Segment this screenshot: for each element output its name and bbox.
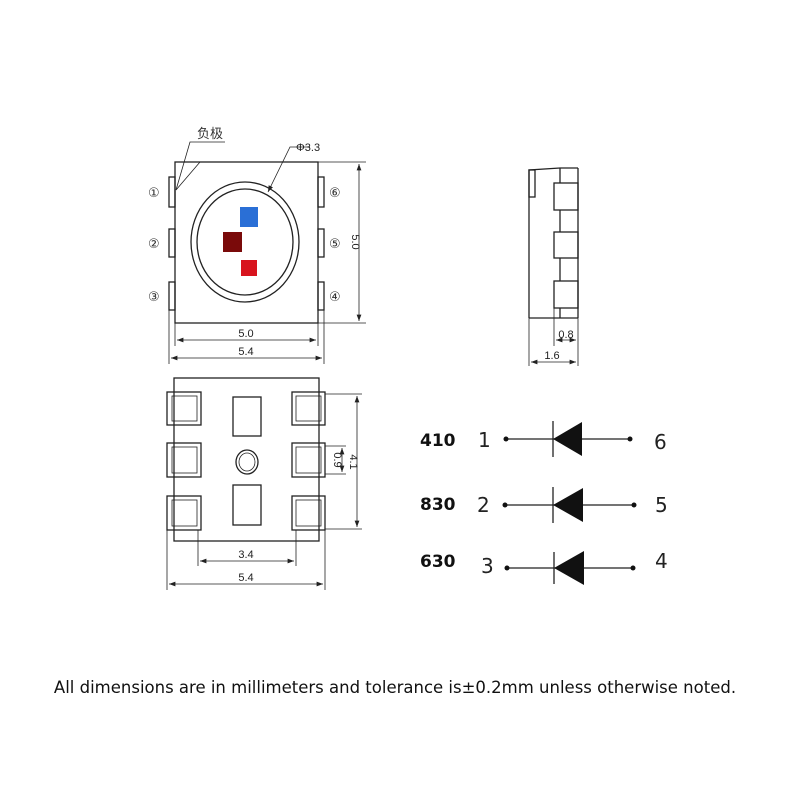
pin-label: ④: [329, 290, 341, 305]
wavelength-label: 830: [420, 495, 456, 515]
dim-total: 5.4: [238, 572, 253, 584]
bottom-view: 4.1 0.9 3.4 5.4: [166, 377, 362, 590]
pin-label: ①: [148, 186, 160, 201]
diode-row-830: 830 2 5: [420, 487, 668, 523]
chip-dark-red: [223, 232, 242, 252]
dim-pad-span: 4.1: [347, 454, 359, 469]
dim-thickness: 1.6: [544, 350, 559, 362]
bottom-pads: [166, 391, 326, 531]
chip-blue: [240, 207, 258, 227]
dim-body-width: 5.0: [238, 328, 253, 340]
top-view: 负极 Φ3.3 ① ② ③ ⑥ ⑤ ④ 5.0 5.0 5.4: [148, 127, 366, 364]
dim-inner: 3.4: [238, 549, 253, 561]
circuit-diagram: 410 1 6 830 2 5 630 3 4: [420, 421, 668, 585]
pin-label: ③: [148, 290, 160, 305]
dim-total-width: 5.4: [238, 346, 253, 358]
chip-red: [241, 260, 257, 276]
diode-row-410: 410 1 6: [420, 421, 667, 457]
cathode-label: 负极: [197, 127, 223, 142]
diode-row-630: 630 3 4: [420, 549, 668, 585]
lens-inner: [196, 188, 294, 296]
pin-number: 4: [655, 549, 668, 573]
tolerance-note: All dimensions are in millimeters and to…: [54, 678, 736, 697]
diode-symbol: [553, 422, 582, 456]
side-view: 0.8 1.6: [528, 167, 579, 366]
lens-outer: [190, 181, 300, 303]
wavelength-label: 410: [420, 431, 456, 451]
wavelength-label: 630: [420, 552, 456, 572]
pin-label: ⑤: [329, 237, 341, 252]
lens-label: Φ3.3: [296, 142, 320, 154]
pin-number: 3: [481, 554, 494, 578]
diode-symbol: [553, 488, 583, 522]
pin-label: ②: [148, 237, 160, 252]
dim-pad-height: 0.9: [331, 452, 343, 467]
pin-number: 5: [655, 493, 668, 517]
pin-number: 2: [477, 493, 490, 517]
top-pins: [168, 176, 325, 311]
dim-pad: 0.8: [558, 329, 573, 341]
diode-symbol: [554, 551, 584, 585]
pin-label: ⑥: [329, 186, 341, 201]
pin-number: 6: [654, 430, 667, 454]
pin-number: 1: [478, 428, 491, 452]
dim-height: 5.0: [349, 234, 361, 249]
